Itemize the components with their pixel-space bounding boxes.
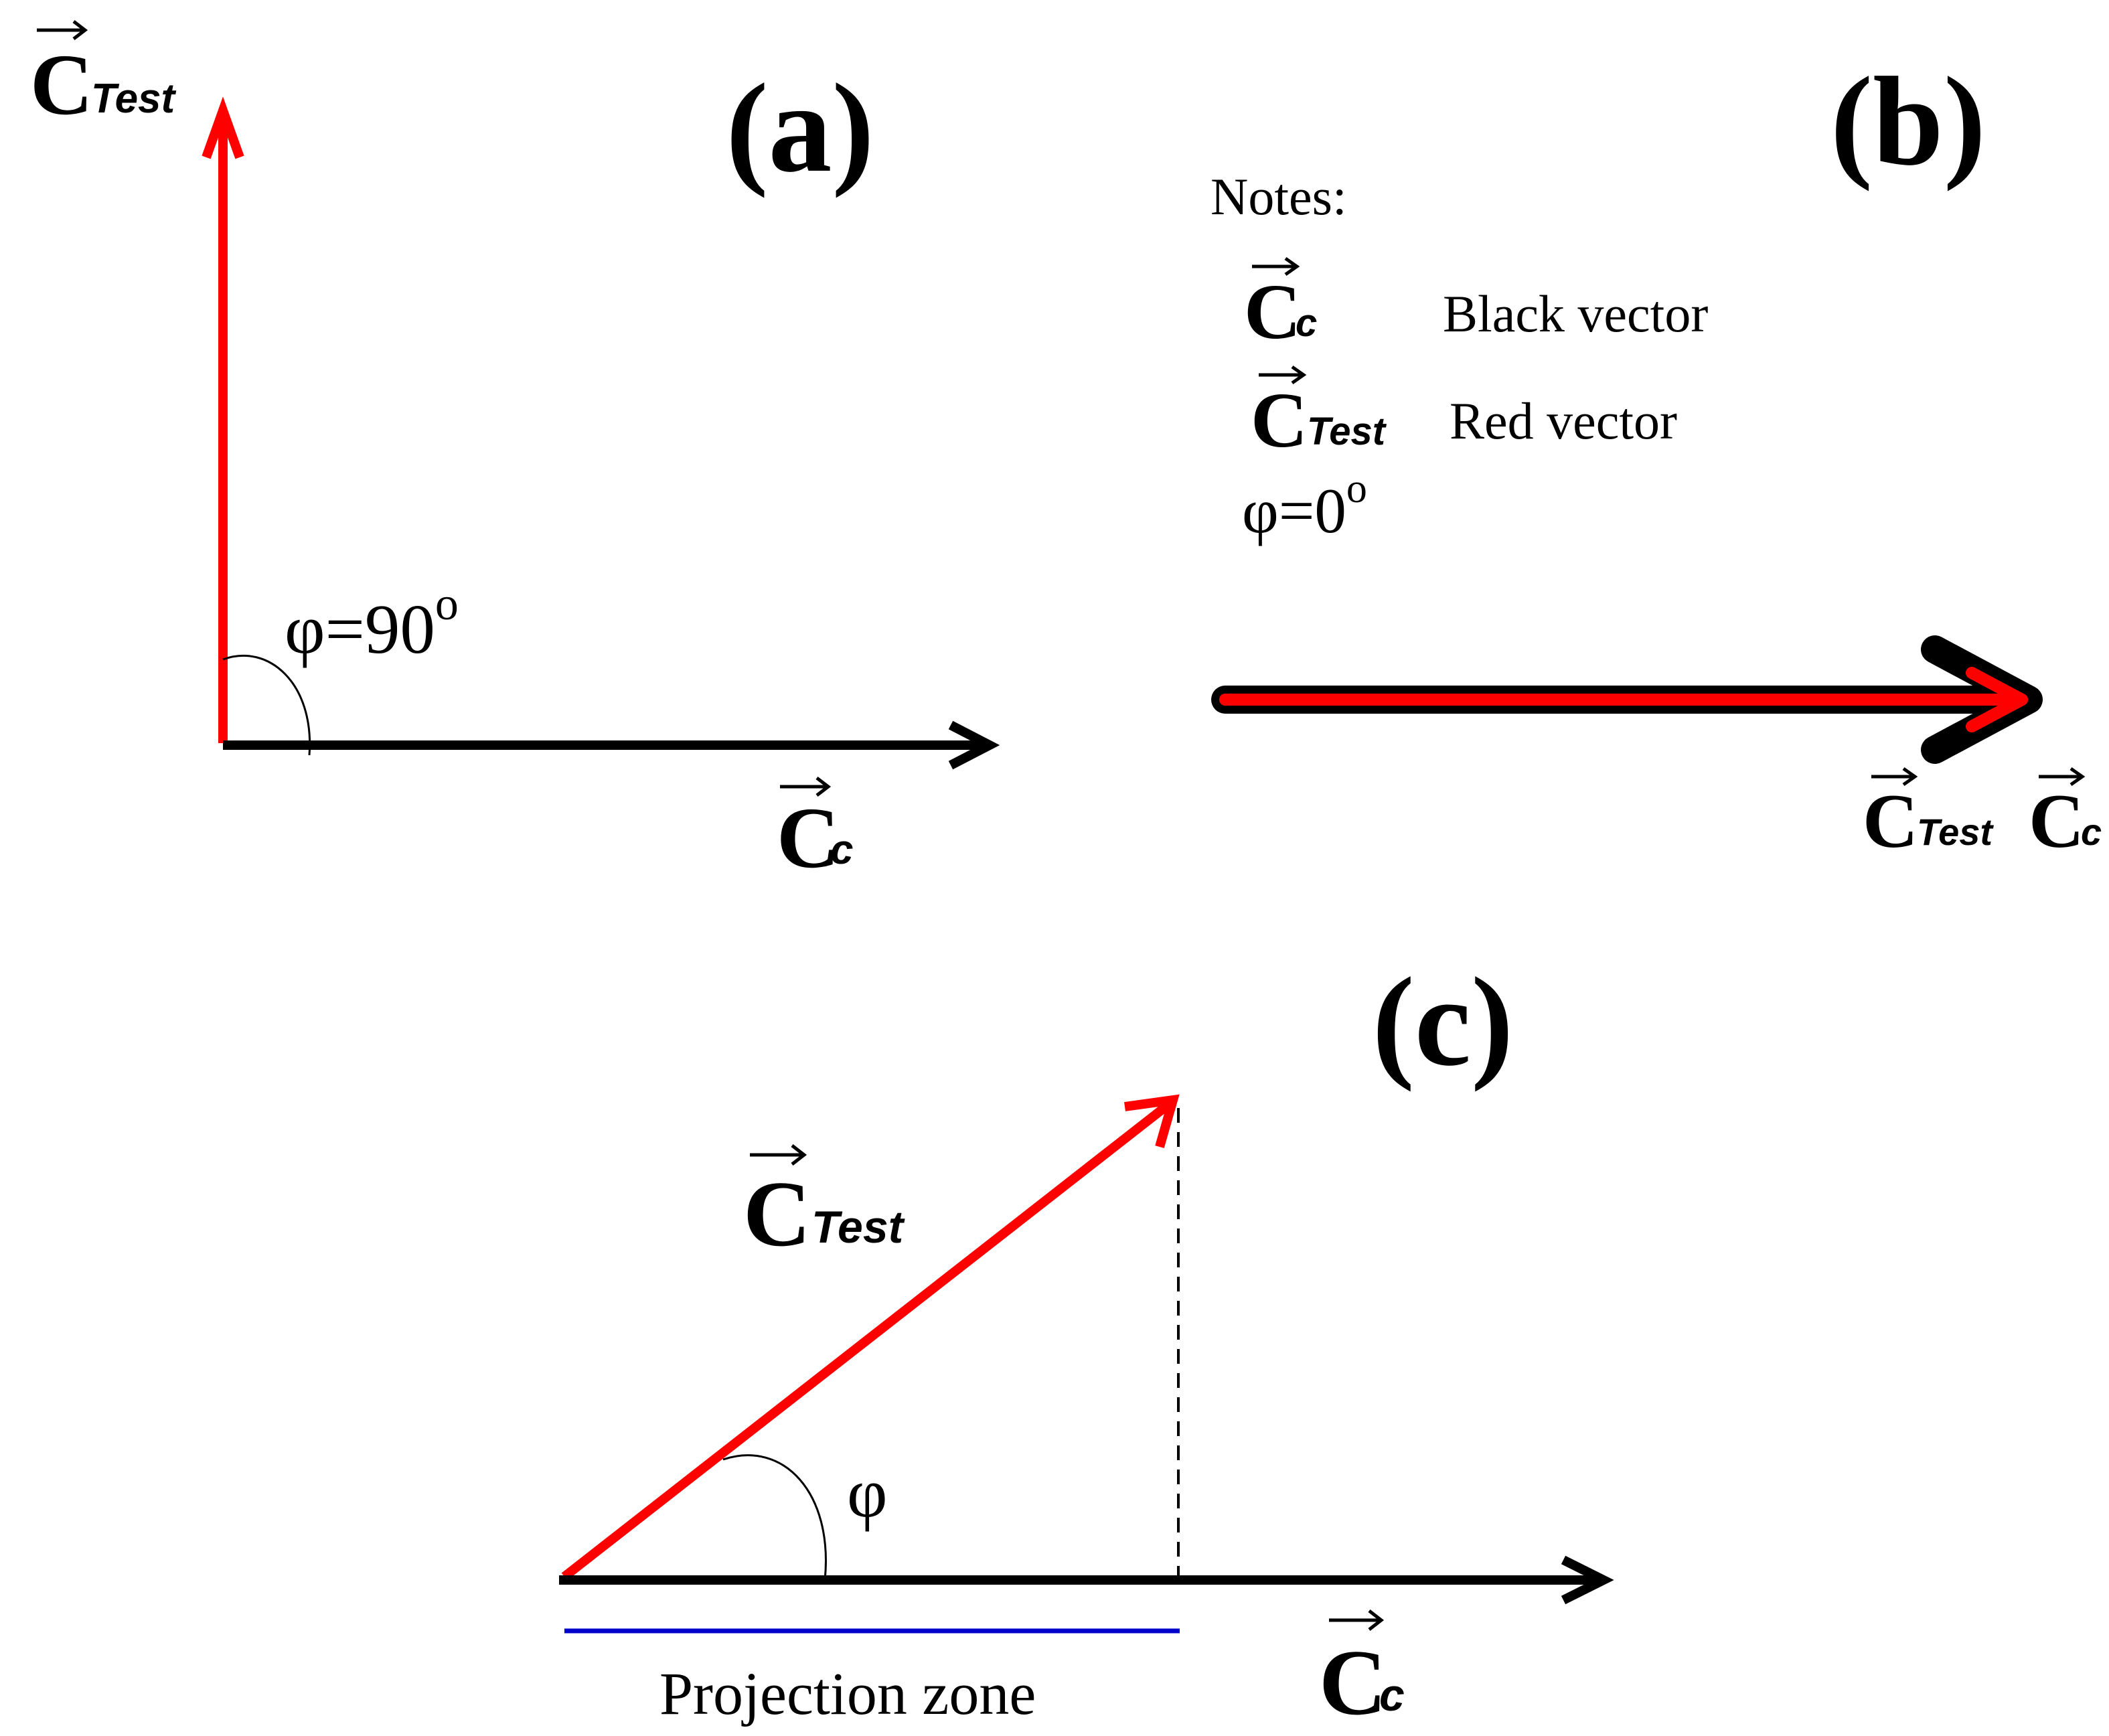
panel-a-red-vector [202,96,244,743]
notes-cc-symbol: C c [1244,256,1317,356]
notes-angle-label: φ=0o [1242,466,1367,546]
svg-text:C: C [1863,779,1918,864]
panel-a-ctest-label: C Test [30,20,177,133]
notes-ctest-symbol: C Test [1251,365,1387,464]
panel-b-ctest-label: C Test [1863,767,1994,864]
panel-a-angle-arc [222,655,311,756]
panel-c-red-vector [561,1094,1180,1581]
panel-a-angle-label: φ=90o [285,578,459,668]
svg-text:C: C [2029,779,2084,864]
svg-text:C: C [30,37,93,133]
panel-a-black-vector [223,720,1000,770]
panel-c-cc-label: C c [1319,1609,1405,1735]
panel-a: (a) φ=90o C Test C c [30,20,1000,886]
svg-text:c: c [2081,811,2102,853]
svg-text:c: c [830,827,853,873]
notes: Notes: C c Black vector C Test Red vecto… [1210,167,1708,546]
panel-c-angle-arc [722,1454,827,1581]
svg-text:C: C [1319,1631,1387,1735]
svg-text:C: C [1244,268,1301,356]
svg-text:C: C [777,790,840,886]
svg-text:c: c [1379,1670,1405,1721]
panel-c-label: (c) [1373,952,1514,1093]
notes-title: Notes: [1210,167,1347,226]
panel-c-angle-label: φ [847,1453,888,1532]
panel-b: (b) Notes: C c Black vector C Test Red v… [1210,52,2102,864]
svg-text:Test: Test [91,76,177,122]
panel-b-red-vector [1219,667,2028,732]
panel-b-label: (b) [1830,52,1986,192]
panel-c-ctest-label: C Test [743,1144,905,1266]
panel-c: (c) φ Projection zone C Test [559,952,1614,1735]
svg-text:Test: Test [1917,811,1994,853]
panel-a-label: (a) [726,58,874,199]
svg-text:Test: Test [1307,410,1387,453]
panel-c-black-vector [559,1555,1614,1605]
notes-red-vector-desc: Red vector [1450,392,1677,450]
panel-c-projection-label: Projection zone [659,1661,1036,1727]
panel-a-cc-label: C c [777,777,853,886]
svg-text:c: c [1296,301,1317,345]
notes-black-vector-desc: Black vector [1443,285,1708,343]
svg-text:C: C [1251,376,1308,464]
svg-text:C: C [743,1162,811,1266]
svg-text:Test: Test [811,1202,905,1253]
panel-b-cc-label: C c [2029,767,2102,864]
